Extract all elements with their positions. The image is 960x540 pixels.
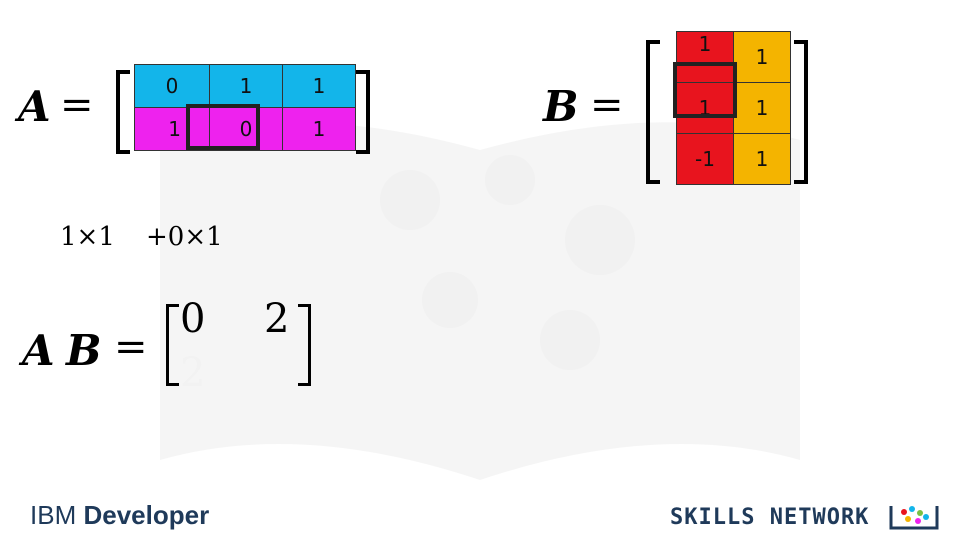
matrix-b-row: -1 1	[676, 133, 791, 185]
matrix-a-cell: 1	[134, 107, 210, 151]
result-a-label: A	[22, 326, 55, 375]
matrix-a-left-bracket	[116, 70, 130, 154]
result-cell-0-1: 2	[264, 296, 290, 342]
matrix-a-row: 0 1 1	[134, 64, 356, 108]
matrix-b-cell: 1	[733, 31, 791, 83]
background-book-illustration	[160, 122, 800, 480]
matrix-b-label: B	[543, 82, 579, 131]
product-term-1: 1×1	[60, 222, 115, 252]
matrix-b-left-bracket	[646, 40, 660, 184]
result-left-bracket	[166, 304, 179, 386]
result-cell-1-0: 2	[180, 350, 206, 396]
matrix-b-cell: 1	[676, 82, 734, 134]
matrix-a-cell: 1	[282, 107, 356, 151]
matrix-a-cell: 1	[209, 64, 283, 108]
ibm-developer-logo: IBM Developer	[30, 500, 209, 531]
product-term-2: +0×1	[146, 222, 223, 252]
matrix-b-cell: 1	[733, 133, 791, 185]
matrix-a-row: 1 0 1	[134, 107, 356, 151]
matrix-b: 1 1 1 1 -1 1	[676, 31, 791, 185]
ibm-logo-prefix: IBM	[30, 500, 77, 530]
result-right-bracket	[298, 304, 311, 386]
matrix-a-equals: =	[60, 82, 94, 128]
matrix-a-cell: 0	[134, 64, 210, 108]
result-equals: =	[114, 324, 148, 370]
ibm-logo-suffix: Developer	[83, 500, 210, 530]
matrix-b-cell: 1	[733, 82, 791, 134]
matrix-b-highlight-box	[673, 62, 737, 118]
skills-network-book-icon	[889, 506, 939, 530]
matrix-b-cell: -1	[676, 133, 734, 185]
matrix-b-right-bracket	[794, 40, 808, 184]
matrix-a-highlight-box	[186, 104, 260, 150]
matrix-a-cell: 1	[282, 64, 356, 108]
result-b-label: B	[66, 326, 102, 375]
matrix-b-cell: 1	[676, 31, 734, 83]
matrix-b-row: 1 1	[676, 31, 791, 83]
matrix-b-equals: =	[590, 82, 624, 128]
skills-network-logo-text: SKILLS NETWORK	[670, 505, 870, 530]
matrix-a-label: A	[18, 82, 51, 131]
result-cell-0-0: 0	[180, 296, 206, 342]
matrix-a-cell: 0	[209, 107, 283, 151]
matrix-a-right-bracket	[356, 70, 370, 154]
